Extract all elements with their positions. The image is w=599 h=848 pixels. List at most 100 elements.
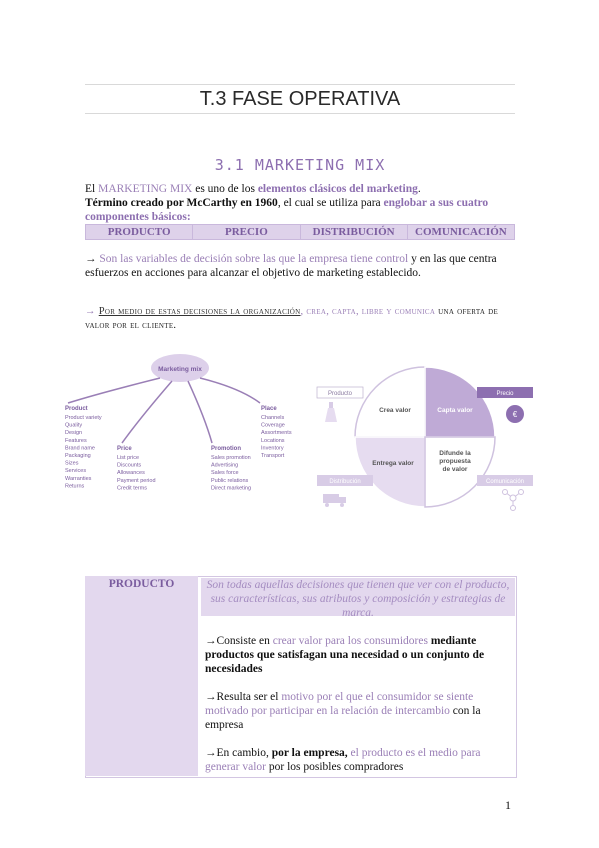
place-item: Inventory xyxy=(261,445,284,451)
place-items: ChannelsCoverageAssortmentsLocationsInve… xyxy=(261,415,292,459)
page-title: T.3 FASE OPERATIVA xyxy=(199,88,401,110)
term-marketing-mix: MARKETING MIX xyxy=(98,183,193,195)
quadrant-crea xyxy=(354,366,426,438)
components-table: PRODUCTO PRECIO DISTRIBUCIÓN COMUNICACIÓ… xyxy=(84,224,516,240)
product-item: Design xyxy=(65,430,82,436)
product-item: Product variety xyxy=(65,415,102,421)
text: por los posibles compradores xyxy=(265,761,404,773)
tag-precio: Precio xyxy=(496,391,514,397)
diagram-center-bubble xyxy=(151,354,209,382)
tag-producto: Producto xyxy=(328,391,353,397)
text: . xyxy=(417,183,421,195)
arrow-icon: → xyxy=(85,253,100,265)
page-number: 1 xyxy=(505,798,511,812)
text: . xyxy=(173,320,177,331)
place-item: Assortments xyxy=(261,430,292,436)
price-item: List price xyxy=(117,455,139,461)
product-items: Product varietyQualityDesignFeaturesBran… xyxy=(65,415,102,489)
product-item: Packaging xyxy=(65,453,91,459)
branch-product xyxy=(67,377,161,404)
text: El xyxy=(85,183,99,195)
svg-text:€: € xyxy=(513,410,518,419)
highlight-text: elementos clásicos del marketing xyxy=(257,183,418,195)
truck-icon xyxy=(323,494,346,507)
marketing-mix-diagram: Marketing mix Product Product varietyQua… xyxy=(65,354,292,491)
product-item: Sizes xyxy=(65,461,79,467)
arrow-icon: → xyxy=(205,691,217,703)
promotion-item: Advertising xyxy=(211,463,238,469)
product-item: Warranties xyxy=(65,476,92,482)
product-item: Features xyxy=(65,438,87,444)
quadrant-entrega xyxy=(354,436,426,508)
promotion-title: Promotion xyxy=(211,446,241,452)
product-item: Brand name xyxy=(65,445,95,451)
text: Resulta ser el xyxy=(216,691,282,703)
price-title: Price xyxy=(117,446,132,452)
place-title: Place xyxy=(261,406,277,412)
promotion-item: Sales force xyxy=(211,470,239,476)
text: una oferta de valor por el cliente xyxy=(85,306,499,331)
place-item: Transport xyxy=(261,453,285,459)
component-distribucion: DISTRIBUCIÓN xyxy=(299,224,408,240)
intro-paragraph: El MARKETING MIX es uno de los elementos… xyxy=(85,182,515,224)
component-comunicacion: COMUNICACIÓN xyxy=(406,224,516,240)
variables-paragraph: → Son las variables de decisión sobre la… xyxy=(85,252,515,280)
product-item: Quality xyxy=(65,423,82,429)
promotion-item: Public relations xyxy=(211,478,249,484)
highlight-text: el producto es el medio para generar val… xyxy=(205,747,481,773)
product-title: Product xyxy=(65,406,88,412)
arrow-icon: → xyxy=(205,635,217,647)
value-circle-diagram: Crea valor Capta valor Entrega valor Dif… xyxy=(316,366,533,511)
producto-bullet-2: →Resulta ser el motivo por el que el con… xyxy=(205,690,510,732)
product-item: Returns xyxy=(65,483,85,489)
diagram-center-label: Marketing mix xyxy=(158,366,202,373)
component-precio: PRECIO xyxy=(192,224,301,240)
tag-distribucion-box xyxy=(317,475,373,486)
text: es uno de los xyxy=(192,183,258,195)
tag-distribucion: Distribución xyxy=(329,479,360,485)
producto-bullet-3: →En cambio, por la empresa, el producto … xyxy=(205,746,510,774)
underlined-text: Por medio de estas decisiones la organiz… xyxy=(98,306,301,317)
bold-text: Término creado por McCarthy en 1960 xyxy=(85,197,278,209)
label-difunde-2: propuesta xyxy=(439,458,471,465)
highlight-text: crear valor para los consumidores xyxy=(272,635,428,647)
arrow-icon: → xyxy=(205,747,217,759)
tag-comunicacion: Comunicación xyxy=(486,479,524,485)
branch-promotion xyxy=(187,380,213,444)
branch-place xyxy=(199,377,261,404)
promotion-item: Direct marketing xyxy=(211,485,251,491)
label-difunde-3: de valor xyxy=(443,466,468,473)
label-entrega: Entrega valor xyxy=(372,460,414,467)
highlight-text: , crea, capta, libre y comunica xyxy=(300,306,436,317)
tag-precio-box xyxy=(477,387,533,398)
product-item: Services xyxy=(65,468,86,474)
highlight-text: motivo por el que el consumidor se sient… xyxy=(205,691,474,717)
promotion-item: Sales promotion xyxy=(211,455,251,461)
place-item: Channels xyxy=(261,415,284,421)
place-item: Coverage xyxy=(261,423,285,429)
producto-bullet-1: →Consiste en crear valor para los consum… xyxy=(205,634,510,676)
branch-price xyxy=(121,380,173,444)
text: , el cual se utiliza para xyxy=(277,197,384,209)
place-item: Locations xyxy=(261,438,285,444)
bold-text: por la empresa, xyxy=(271,747,348,759)
bold-text: mediante productos que satisfagan una ne… xyxy=(205,635,485,675)
section-title: 3.1 MARKETING MIX xyxy=(214,156,386,174)
title-rule xyxy=(85,113,515,114)
decisions-paragraph: → Por medio de estas decisiones la organ… xyxy=(85,305,515,333)
text: con la empresa xyxy=(205,705,481,731)
text: Consiste en xyxy=(216,635,273,647)
label-capta: Capta valor xyxy=(437,407,473,414)
bottle-icon xyxy=(325,402,337,422)
tag-producto-box xyxy=(316,386,364,399)
text: : xyxy=(186,211,191,223)
highlight-text: Son las variables de decisión sobre las … xyxy=(99,253,409,265)
quadrant-difunde xyxy=(424,436,496,508)
money-bag-icon: € xyxy=(506,405,524,423)
price-item: Credit terms xyxy=(117,485,147,491)
top-rule xyxy=(85,84,515,85)
price-item: Discounts xyxy=(117,463,141,469)
component-producto: PRODUCTO xyxy=(84,224,194,240)
